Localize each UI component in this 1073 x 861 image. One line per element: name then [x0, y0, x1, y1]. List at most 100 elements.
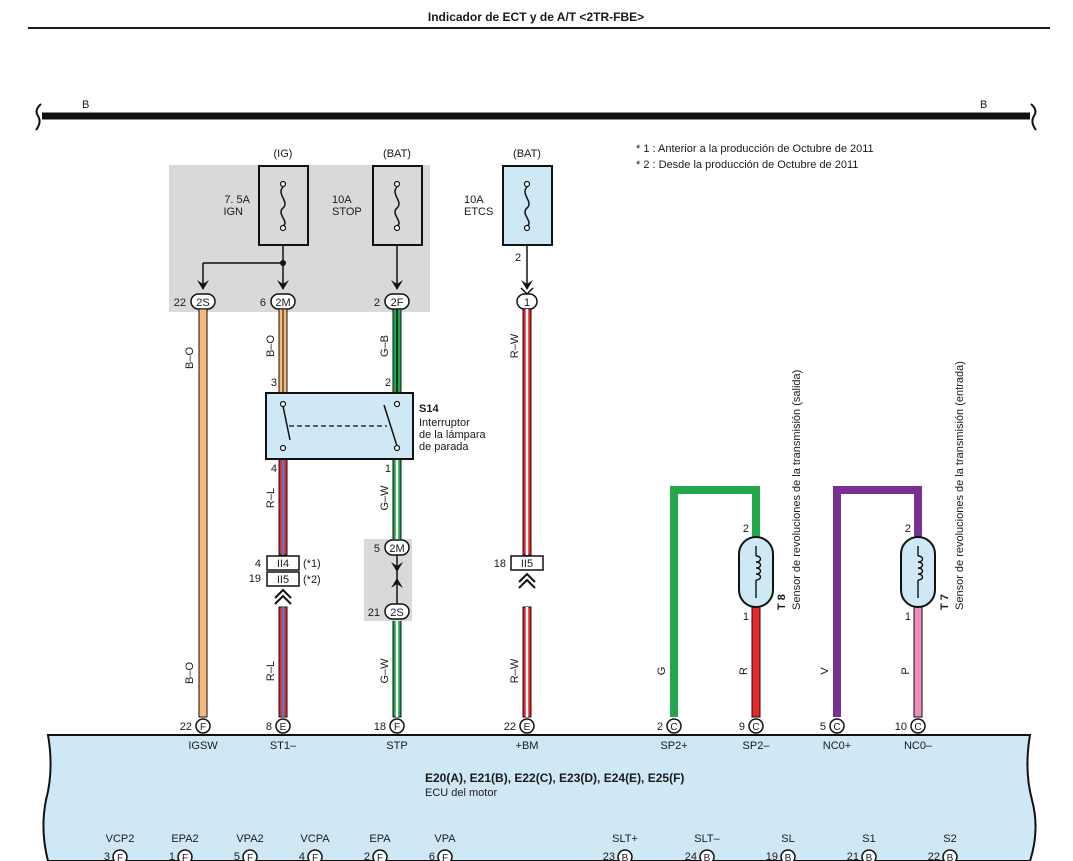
- fuse-etcs-rating: 10A: [464, 194, 484, 206]
- terminal-pin: 23: [603, 851, 615, 861]
- terminal-label: S1: [862, 833, 875, 845]
- sensor-t8: 2 1: [738, 523, 774, 623]
- switch-pin-1: 1: [385, 463, 391, 475]
- terminal-conn: F: [377, 853, 383, 861]
- connector-2f: 2 2F: [374, 293, 410, 310]
- terminal-conn: C: [670, 722, 677, 733]
- sensor-t8-label: Sensor de revoluciones de la transmisión…: [791, 370, 803, 610]
- stop-lamp-switch: 3 2 4 1: [265, 377, 414, 475]
- wire-label-gw: G–W: [379, 485, 391, 511]
- terminal-conn: B: [622, 853, 629, 861]
- wire-label-gb: G–B: [379, 335, 391, 357]
- terminal-label: NC0+: [823, 740, 851, 752]
- fuse-etcs-name: ETCS: [464, 206, 493, 218]
- switch-line-1: Interruptor: [419, 417, 470, 429]
- junction-ii4-ii5: 4 II4 (*1) 19 II5 (*2): [249, 555, 321, 605]
- terminal-circle: [666, 718, 682, 734]
- wire-g-b: [392, 308, 402, 394]
- terminal-circle: [372, 849, 388, 861]
- terminal-pin: 19: [766, 851, 778, 861]
- ecu-body: E20(A), E21(B), E22(C), E23(D), E24(E), …: [42, 734, 1037, 861]
- wire-b-o-switch: [278, 308, 288, 394]
- svg-text:21: 21: [368, 607, 380, 619]
- bus-left-label: B: [82, 99, 89, 111]
- wire-label-bo-bot: B–O: [184, 662, 196, 684]
- ecu-name: ECU del motor: [425, 787, 497, 799]
- terminal-conn: E: [524, 722, 531, 733]
- wire-r-l: [278, 458, 288, 718]
- terminal-label: SL: [781, 833, 794, 845]
- terminal-pin: 24: [685, 851, 697, 861]
- svg-text:2M: 2M: [275, 297, 290, 309]
- svg-text:1: 1: [905, 611, 911, 623]
- terminal-conn: F: [442, 853, 448, 861]
- wire-t7-v: [833, 486, 922, 717]
- connector-2s: 22 2S: [174, 293, 216, 310]
- terminal-circle: [195, 718, 211, 734]
- terminal-circle: [861, 849, 877, 861]
- junction-ii5-right: 18 II5: [494, 555, 544, 589]
- terminal-pin: 18: [374, 721, 386, 733]
- terminal-circle: [829, 718, 845, 734]
- terminal-label: SP2+: [660, 740, 687, 752]
- terminal-label: EPA: [369, 833, 391, 845]
- terminal-pin: 22: [504, 721, 516, 733]
- wire-t7-p: [913, 606, 923, 718]
- fuse-stop-source: (BAT): [383, 148, 411, 160]
- wire-label-p: P: [900, 667, 912, 674]
- terminal-circle: [112, 849, 128, 861]
- svg-text:2: 2: [905, 523, 911, 535]
- terminal-label: VCPA: [300, 833, 330, 845]
- svg-text:2S: 2S: [196, 297, 209, 309]
- terminal-pin: 8: [266, 721, 272, 733]
- bus-b: B B: [35, 99, 1037, 131]
- terminal-pin: 2: [364, 851, 370, 861]
- svg-text:2F: 2F: [391, 297, 404, 309]
- terminal-pin: 6: [429, 851, 435, 861]
- ecu-connectors: E20(A), E21(B), E22(C), E23(D), E24(E), …: [425, 771, 684, 785]
- terminal-circle: [780, 849, 796, 861]
- terminal-label: SLT–: [694, 833, 720, 845]
- switch-pin-2: 2: [385, 377, 391, 389]
- terminal-conn: B: [866, 853, 873, 861]
- svg-text:1: 1: [743, 611, 749, 623]
- wire-label-rw-top: R–W: [509, 333, 521, 358]
- terminal-conn: B: [785, 853, 792, 861]
- terminal-pin: 21: [847, 851, 859, 861]
- page-title: Indicador de ECT y de A/T <2TR-FBE>: [428, 10, 644, 24]
- terminal-circle: [307, 849, 323, 861]
- svg-text:18: 18: [494, 558, 506, 570]
- terminal-conn: F: [117, 853, 123, 861]
- sensor-t7-label: Sensor de revoluciones de la transmisión…: [954, 361, 966, 610]
- connector-arrows: [197, 280, 534, 296]
- svg-text:4: 4: [255, 558, 261, 570]
- terminal-label: SLT+: [612, 833, 638, 845]
- wire-label-g: G: [656, 667, 668, 676]
- svg-text:2M: 2M: [389, 543, 404, 555]
- wire-label-v: V: [819, 667, 831, 675]
- terminal-pin: 2: [657, 721, 663, 733]
- connector-2m: 6 2M: [260, 293, 296, 310]
- svg-text:II5: II5: [521, 558, 533, 570]
- terminal-conn: F: [200, 722, 206, 733]
- svg-text:2: 2: [743, 523, 749, 535]
- terminal-circle: [748, 718, 764, 734]
- terminal-circle: [699, 849, 715, 861]
- terminal-conn: C: [833, 722, 840, 733]
- svg-text:6: 6: [260, 297, 266, 309]
- note-1: * 1 : Anterior a la producción de Octubr…: [636, 143, 874, 155]
- switch-line-2: de la lámpara: [419, 429, 487, 441]
- wire-label-rl: R–L: [265, 488, 277, 508]
